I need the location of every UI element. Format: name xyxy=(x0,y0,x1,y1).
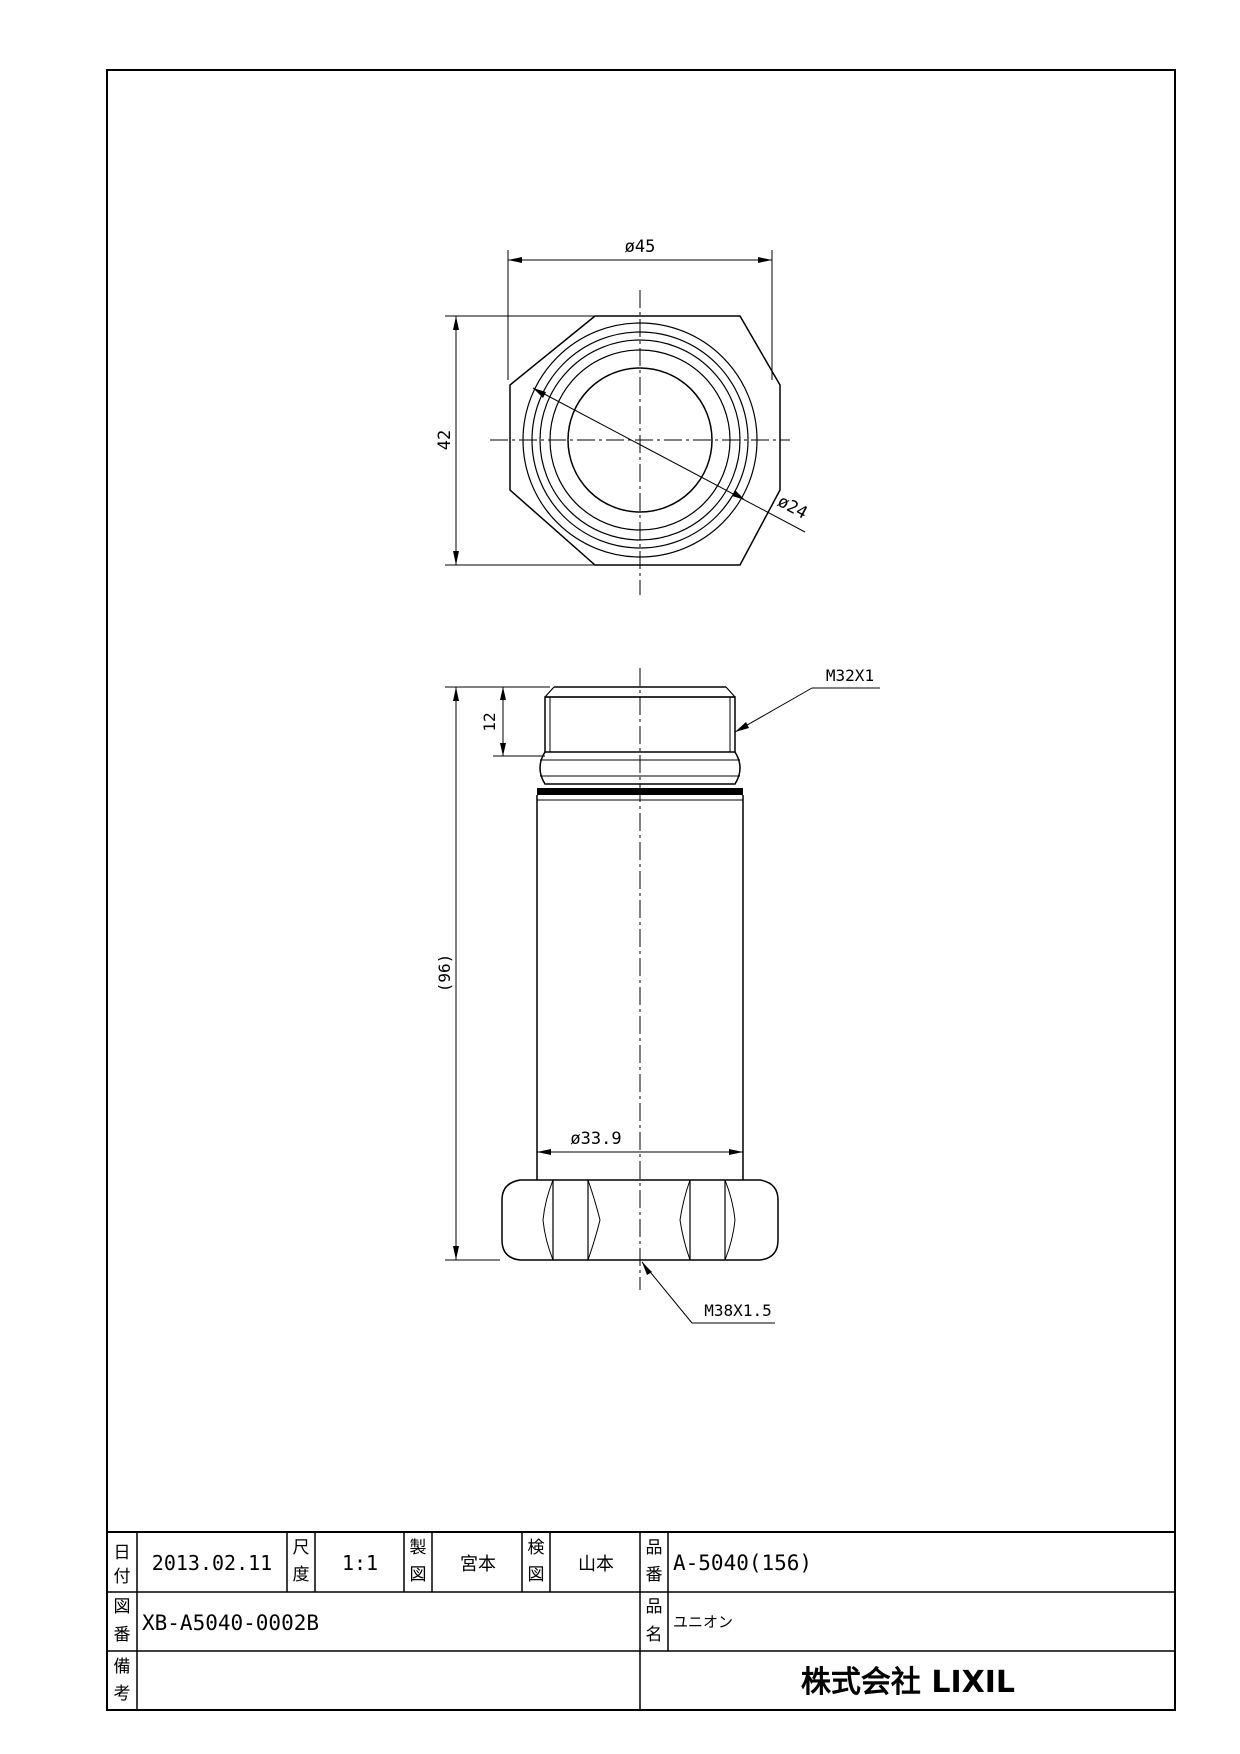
checked-label: 検 xyxy=(528,1538,545,1558)
part-no-label: 番 xyxy=(646,1565,663,1585)
arrowhead xyxy=(735,722,749,732)
bore-circle xyxy=(567,367,713,513)
arrowhead xyxy=(500,687,506,700)
arrowhead xyxy=(729,1149,743,1155)
leader-line xyxy=(532,387,806,533)
arrowhead xyxy=(453,316,459,330)
arrowhead xyxy=(732,490,745,500)
drawn-label: 図 xyxy=(410,1565,427,1585)
remarks-label: 考 xyxy=(114,1684,131,1704)
nut-chamfer-arc xyxy=(587,1179,601,1261)
date-value: 2013.02.11 xyxy=(152,1551,272,1575)
chamfer-left xyxy=(544,686,555,698)
title-block: 日 付 尺 度 製 図 検 図 品 番 図 番 品 名 備 考 2013.02.… xyxy=(107,1531,1175,1710)
part-name-label: 品 xyxy=(646,1597,663,1617)
drawing-no-label: 番 xyxy=(114,1625,131,1645)
arrowhead xyxy=(453,687,459,701)
top-view: ø45 42 ø24 xyxy=(435,237,811,595)
scale-value: 1:1 xyxy=(342,1551,378,1575)
sheet-border xyxy=(106,69,1176,1711)
scale-label: 尺 xyxy=(293,1538,310,1558)
arrowhead xyxy=(453,1246,459,1260)
dim-thread-top: M32X1 xyxy=(826,666,874,685)
hex-nut xyxy=(501,1179,779,1261)
dim-thread-length: 12 xyxy=(480,712,499,731)
arrowhead xyxy=(533,388,546,398)
checked-label: 図 xyxy=(528,1565,545,1585)
drawn-label: 製 xyxy=(410,1538,427,1558)
side-view: M32X1 12 (96) ø33.9 M38X1.5 xyxy=(435,666,880,1324)
checked-value: 山本 xyxy=(578,1554,614,1575)
date-label: 日 xyxy=(114,1543,131,1563)
part-name-label: 名 xyxy=(646,1625,663,1645)
dim-thread-bottom: M38X1.5 xyxy=(704,1301,771,1320)
arrowhead xyxy=(453,551,459,565)
nut-chamfer-arc xyxy=(679,1179,691,1261)
hex-outline xyxy=(509,315,781,566)
arrowhead xyxy=(537,1149,551,1155)
nut-chamfer-arc xyxy=(542,1179,554,1261)
arrowhead xyxy=(500,743,506,756)
arrowhead xyxy=(758,257,772,263)
remarks-label: 備 xyxy=(114,1657,131,1677)
dim-across-flats: 42 xyxy=(435,430,455,450)
arrowhead xyxy=(642,1262,652,1275)
leader-line xyxy=(734,687,813,733)
date-label: 付 xyxy=(114,1567,131,1587)
nut-chamfer-arc xyxy=(724,1179,736,1261)
part-no-label: 品 xyxy=(646,1538,663,1558)
part-name-value: ユニオン xyxy=(673,1613,733,1631)
arrowhead xyxy=(508,257,522,263)
drawn-value: 宮本 xyxy=(460,1554,496,1575)
company-logo: 株式会社 LIXIL xyxy=(801,1665,1015,1700)
dim-body-diameter: ø33.9 xyxy=(570,1129,621,1149)
dim-outer-diameter: ø45 xyxy=(625,237,656,257)
scale-label: 度 xyxy=(293,1565,310,1585)
part-no-value: A-5040(156) xyxy=(673,1551,812,1575)
drawing-no-label: 図 xyxy=(114,1597,131,1617)
dim-total-length: (96) xyxy=(435,954,454,993)
chamfer-right xyxy=(725,686,736,698)
drawing-no-value: XB-A5040-0002B xyxy=(142,1611,319,1635)
